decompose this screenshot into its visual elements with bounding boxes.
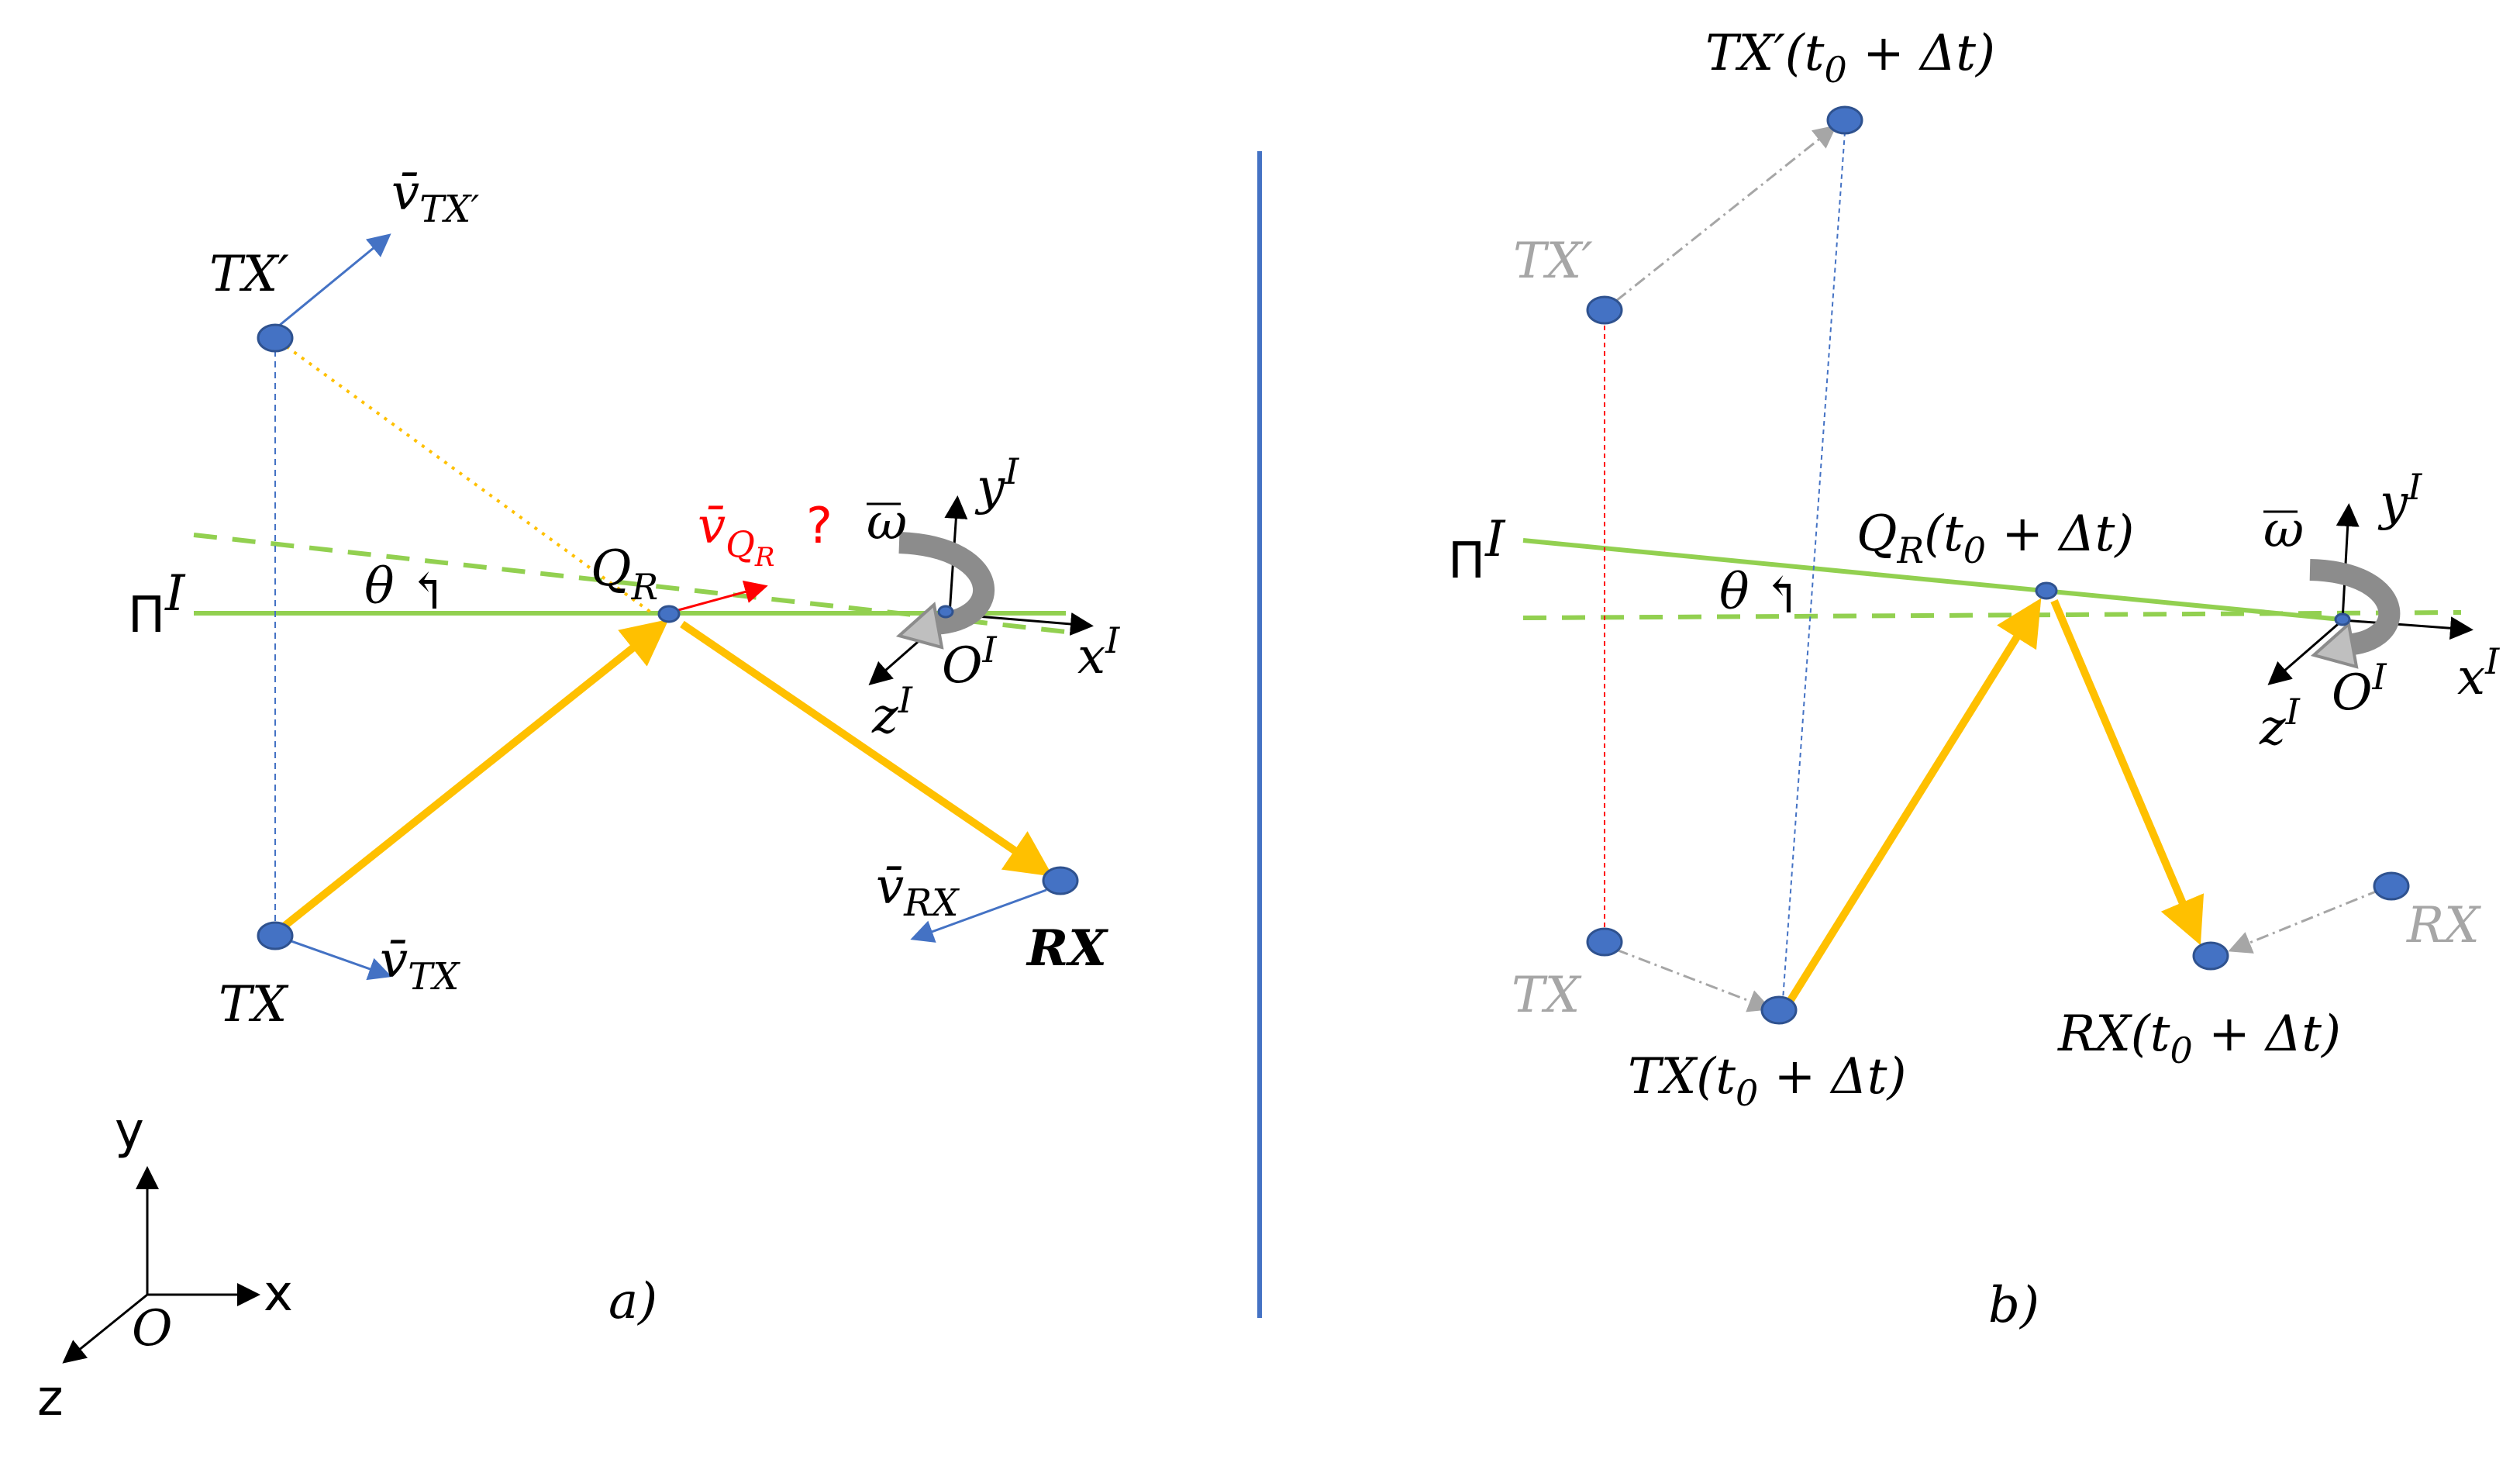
rx-label-b: RX [2406,897,2481,954]
image-link-blue [1782,131,1846,1001]
panel-b-caption: b) [1988,1277,2039,1334]
tx-prime-label-b: TX′ [1513,233,1593,290]
v-tx-prime-arrow [278,233,391,327]
global-axes: y x z O [37,1102,293,1427]
qr-label: QR [591,540,658,608]
rotation-arrow-icon [895,532,995,650]
v-qr-label: v̄QR [698,498,774,573]
tx-label: TX [219,976,289,1033]
plane-line-dashed [193,533,1067,634]
zi-label: zI [871,679,913,745]
omega-label: ω [867,494,907,551]
xi-label: xI [1077,619,1120,685]
v-qr-question-label: ? [806,498,833,555]
panel-a-caption: a) [608,1273,657,1330]
theta-label-b: θ [1719,564,1750,621]
tx-prime-node [257,323,294,353]
tx-node-b [1586,927,1623,957]
tx-node [257,921,294,950]
incident-ray [276,619,669,933]
rx-motion-arrow [2228,888,2380,954]
theta-rotation-icon: ↰ [407,564,449,621]
tx-future-node [1760,995,1798,1025]
yi-label-b: yI [2377,466,2422,532]
reflected-ray-b [2050,599,2205,946]
tx-prime-future-node [1826,105,1863,135]
oi-label-b: OI [2332,656,2387,722]
oi-label: OI [942,629,997,695]
xi-axis-b [2342,616,2473,640]
z-axis [62,1293,148,1364]
xi-label-b: xI [2457,640,2500,706]
rx-future-node [2192,941,2229,971]
oi-node [937,605,954,619]
tx-motion-arrow [1615,948,1772,1012]
rx-node [1042,866,1079,895]
rx-label: RX [1026,919,1108,978]
theta-rotation-icon-b: ↰ [1761,567,1803,625]
plane-line-dashed-b [1522,610,2462,620]
v-tx-prime-label: v̄TX′ [391,164,479,231]
image-ray-dotted [278,340,653,614]
plane-line-solid-b [1522,538,2349,623]
plane-label: ΠI [128,565,186,644]
qr-future-label: QR(t0 + Δt) [1856,505,2134,571]
rx-node-b [2373,871,2410,901]
qr-future-node [2035,581,2058,600]
rx-future-label: RX(t0 + Δt) [2057,1006,2341,1071]
origin-label: O [132,1300,172,1357]
v-rx-arrow [910,888,1047,943]
tx-label-b: TX [1512,967,1582,1024]
rotation-arrow-icon-b [2309,559,2401,669]
theta-label: θ [364,558,395,616]
qr-node [657,605,681,623]
panel-b: TX′(t0 + Δt) TX′ ΠI θ ↰ QR(t0 + Δt) ω yI… [1448,25,2500,1334]
tx-prime-future-label: TX′(t0 + Δt) [1705,25,1995,91]
v-rx-label: v̄RX [876,858,960,925]
v-qr-arrow [677,580,768,612]
tx-prime-node-b [1586,295,1623,325]
yi-label: yI [974,450,1019,516]
y-axis-label: y [115,1102,144,1160]
z-axis-label: z [37,1370,64,1427]
panel-a: TX′ v̄TX′ ΠI θ ↰ QR v̄QR ? ω yI xI zI OI… [128,164,1120,1330]
v-tx-label: v̄TX [380,932,460,999]
zi-axis-b [2267,619,2343,685]
v-tx-arrow [286,938,392,981]
omega-label-b: ω [2263,502,2304,559]
oi-node-b [2334,612,2351,626]
x-axis-label: x [264,1265,293,1323]
tx-future-label: TX(t0 + Δt) [1628,1048,1906,1114]
reflected-ray [680,620,1053,877]
incident-ray-b [1787,598,2042,1002]
plane-label-b: ΠI [1448,511,1506,590]
zi-label-b: zI [2259,691,2301,757]
tx-prime-label: TX′ [209,246,289,303]
tx-prime-motion-arrow [1615,125,1837,302]
